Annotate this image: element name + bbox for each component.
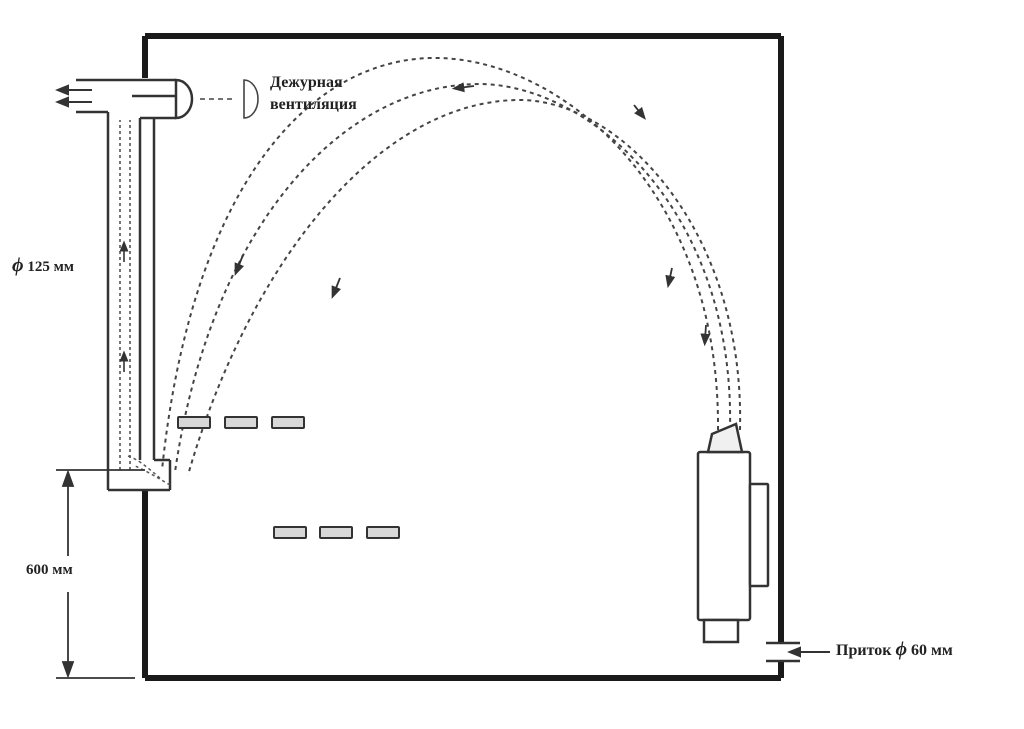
exhaust-out-arrows — [55, 84, 92, 108]
standby-vent-indicator — [200, 79, 259, 119]
grille-row-upper — [177, 416, 305, 429]
room-walls — [142, 33, 784, 681]
inflow-pipe — [766, 641, 800, 663]
diameter-symbol: ϕ — [12, 254, 24, 276]
inflow-prefix: Приток — [836, 642, 892, 659]
heater-unit — [696, 422, 770, 644]
height-dimension — [56, 469, 145, 679]
standby-ventilation-label: Дежурная вентиляция — [270, 72, 357, 116]
airflow-arrows — [234, 82, 711, 347]
exhaust-diameter-value: 125 мм — [27, 259, 75, 275]
standby-vent-line2: вентиляция — [270, 96, 357, 113]
airflow-arcs — [161, 56, 742, 476]
inflow-diameter-value: 60 мм — [911, 642, 953, 659]
exhaust-diameter-label: ϕ 125 мм — [12, 254, 74, 277]
height-label: 600 мм — [26, 562, 73, 578]
inflow-diameter-symbol: ϕ — [895, 638, 908, 660]
duct-airflow — [119, 120, 131, 470]
exhaust-duct — [76, 78, 194, 492]
inflow-label: Приток ϕ 60 мм — [836, 638, 953, 661]
grille-row-lower — [273, 526, 400, 539]
standby-vent-line1: Дежурная — [270, 74, 343, 91]
duct-inlet-swirl — [127, 455, 171, 486]
